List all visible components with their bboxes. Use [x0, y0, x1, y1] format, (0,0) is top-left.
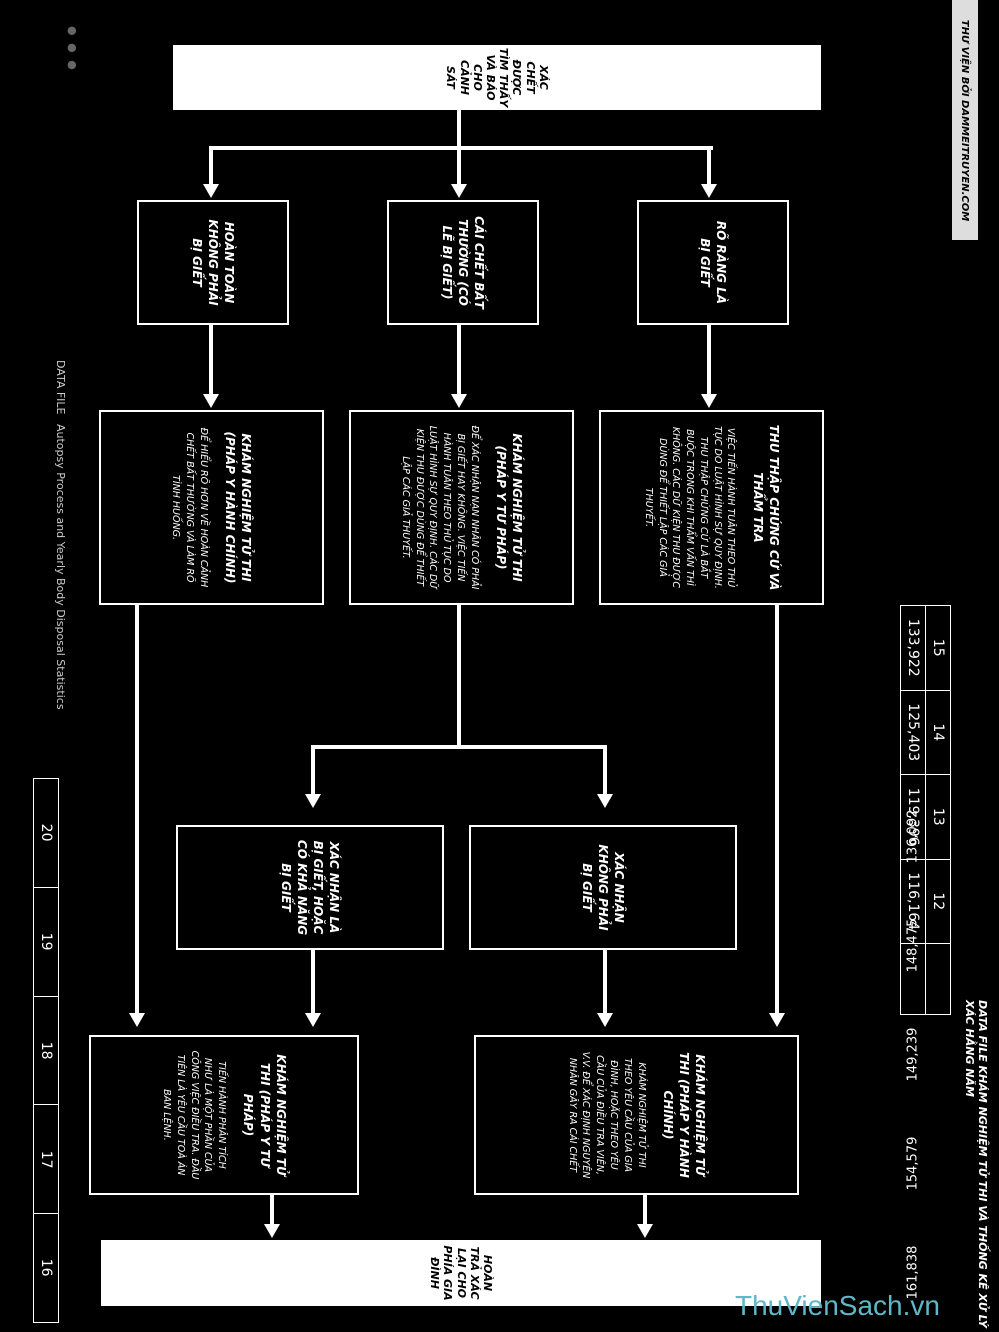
category-unnatural-death: CÁI CHẾT BẤT THƯỜNG (CÓ LẼ BỊ GIẾT) [387, 200, 539, 325]
credit-badge: THƯ VIỆN BỞI DAMMEITRUYEN.COM [952, 0, 978, 240]
procedure-desc: ĐỂ HIỂU RÕ HƠN VỀ HOÀN CẢNH CHẾT BẤT THƯ… [170, 427, 209, 588]
arrow-conf2-icon [597, 794, 613, 808]
arrow-conf1-autopsy-icon [305, 1013, 321, 1027]
stats-year-empty [925, 943, 951, 1015]
autopsy-desc: KHÁM NGHIỆM TỬ THI THEO YÊU CẦU CỦA GIA … [566, 1051, 647, 1179]
arrow-end-1-icon [264, 1224, 280, 1238]
connector-conf2-autopsy [603, 950, 607, 1015]
credit-text: THƯ VIỆN BỞI DAMMEITRUYEN.COM [959, 19, 971, 221]
confirmation-not-homicide: XÁC NHẬN KHÔNG PHẢI BỊ GIẾT [469, 825, 737, 950]
arrow-proc3-icon [203, 394, 219, 408]
page-header: DATA FILE Autopsy Process and Yearly Bod… [54, 360, 67, 710]
connector-end-1 [270, 1195, 274, 1225]
arrow-proc2-icon [451, 394, 467, 408]
connector-proc2-branch [457, 605, 461, 745]
arrow-autopsy1-top-icon [129, 1013, 145, 1027]
stats-value: 133,922 [900, 605, 926, 690]
logo-mark-icon: ● ● ● [66, 26, 79, 72]
arrow-conf2-autopsy-icon [597, 1013, 613, 1027]
connector-cat1 [707, 146, 711, 186]
stats-values-bottom: 136,092 148,475 149,239 154,579 161,838 [900, 782, 926, 1327]
start-label: XÁC CHẾT ĐƯỢC TÌM THẤY VÀ BÁO CHO CẢNH S… [444, 47, 550, 108]
stats-value: 149,239 [905, 1027, 921, 1082]
autopsy-title: KHÁM NGHIỆM TỬ THI (PHÁP Y TƯ PHÁP) [241, 1054, 288, 1176]
procedure-evidence: THU THẬP CHỨNG CỨ VÀ THẨM TRA VIỆC TIẾN … [599, 410, 824, 605]
header-title: DATA FILE [54, 360, 67, 415]
autopsy-administrative: KHÁM NGHIỆM TỬ THI (PHÁP Y HÀNH CHÍNH) K… [474, 1035, 799, 1195]
stats-year: 17 [33, 1104, 59, 1214]
category-label: HOÀN TOÀN KHÔNG PHẢI BỊ GIẾT [189, 219, 237, 306]
stats-table-bottom: 16 17 18 19 20 [33, 778, 59, 1323]
procedure-desc: ĐỂ XÁC NHẬN NẠN NHÂN CÓ PHẢI BỊ GIẾT HAY… [399, 425, 480, 590]
end-label: HOÀN TRẢ XÁC LẠI CHO PHÍA GIA ĐÌNH [428, 1245, 494, 1301]
arrow-cat2-icon [451, 184, 467, 198]
connector-conf1-autopsy [311, 950, 315, 1015]
stats-value: 148,475 [905, 918, 921, 973]
procedure-title: KHÁM NGHIỆM TỬ THI (PHÁP Y TƯ PHÁP) [493, 433, 524, 582]
stats-year: 16 [33, 1213, 59, 1323]
procedure-title: KHÁM NGHIỆM TỬ THI (PHÁP Y HÀNH CHÍNH) [223, 431, 254, 584]
category-obvious-homicide: RÕ RÀNG LÀ BỊ GIẾT [637, 200, 789, 325]
connector-end-2 [643, 1195, 647, 1225]
connector-conf2 [603, 745, 607, 795]
stats-year: 19 [33, 887, 59, 997]
stats-value: 125,403 [900, 690, 926, 775]
stats-year: 20 [33, 778, 59, 888]
procedure-judicial-autopsy: KHÁM NGHIỆM TỬ THI (PHÁP Y TƯ PHÁP) ĐỂ X… [349, 410, 574, 605]
category-label: CÁI CHẾT BẤT THƯỜNG (CÓ LẼ BỊ GIẾT) [439, 216, 487, 309]
category-not-homicide: HOÀN TOÀN KHÔNG PHẢI BỊ GIẾT [137, 200, 289, 325]
autopsy-desc: TIẾN HÀNH PHÂN TÍCH NHƯ LÀ MỘT PHẦN CỦA … [161, 1050, 228, 1180]
connector-branch-1 [209, 146, 713, 150]
category-label: RÕ RÀNG LÀ BỊ GIẾT [698, 220, 729, 305]
confirmation-label: XÁC NHẬN KHÔNG PHẢI BỊ GIẾT [579, 844, 627, 931]
connector-proc3 [209, 325, 213, 395]
arrow-cat1-icon [701, 184, 717, 198]
connector-start [457, 110, 461, 146]
start-label-wrap: XÁC CHẾT ĐƯỢC TÌM THẤY VÀ BÁO CHO CẢNH S… [173, 45, 821, 110]
stats-value: 136,092 [905, 809, 921, 864]
procedure-title: THU THẬP CHỨNG CỨ VÀ THẨM TRA [750, 424, 781, 591]
connector-conf1 [311, 745, 315, 795]
arrow-proc1-icon [701, 394, 717, 408]
connector-proc1 [707, 325, 711, 395]
header-subtitle: Autopsy Process and Yearly Body Disposal… [54, 423, 67, 710]
connector-cat2 [457, 146, 461, 186]
connector-proc2 [457, 325, 461, 395]
autopsy-title: KHÁM NGHIỆM TỬ THI (PHÁP Y HÀNH CHÍNH) [660, 1052, 708, 1178]
stats-year: 14 [925, 690, 951, 775]
arrow-conf1-icon [305, 794, 321, 808]
stats-year: 18 [33, 996, 59, 1105]
stats-value: 154,579 [905, 1136, 921, 1191]
stats-year: 12 [925, 859, 951, 944]
procedure-admin-autopsy: KHÁM NGHIỆM TỬ THI (PHÁP Y HÀNH CHÍNH) Đ… [99, 410, 324, 605]
connector-proc3-long [775, 605, 779, 1015]
autopsy-judicial: KHÁM NGHIỆM TỬ THI (PHÁP Y TƯ PHÁP) TIẾN… [89, 1035, 359, 1195]
arrow-autopsy2-bottom-icon [769, 1013, 785, 1027]
watermark: ThuVienSach.vn [735, 1290, 940, 1321]
stats-year: 13 [925, 774, 951, 859]
connector-cat3 [209, 146, 213, 186]
confirmation-homicide: XÁC NHẬN LÀ BỊ GIẾT, HOẶC CÓ KHẢ NĂNG BỊ… [176, 825, 444, 950]
arrow-end-2-icon [637, 1224, 653, 1238]
connector-proc1-long [135, 605, 139, 1015]
end-box: HOÀN TRẢ XÁC LẠI CHO PHÍA GIA ĐÌNH [101, 1240, 821, 1306]
arrow-cat3-icon [203, 184, 219, 198]
stats-year: 15 [925, 605, 951, 690]
page-title: DATA FILE KHÁM NGHIỆM TỬ THI VÀ THỐNG KÊ… [963, 1000, 989, 1328]
connector-branch-2 [311, 745, 607, 749]
procedure-desc: VIỆC TIẾN HÀNH TUÂN THEO THỦ TỤC DO LUẬT… [642, 426, 737, 589]
confirmation-label: XÁC NHẬN LÀ BỊ GIẾT, HOẶC CÓ KHẢ NĂNG BỊ… [278, 839, 342, 936]
